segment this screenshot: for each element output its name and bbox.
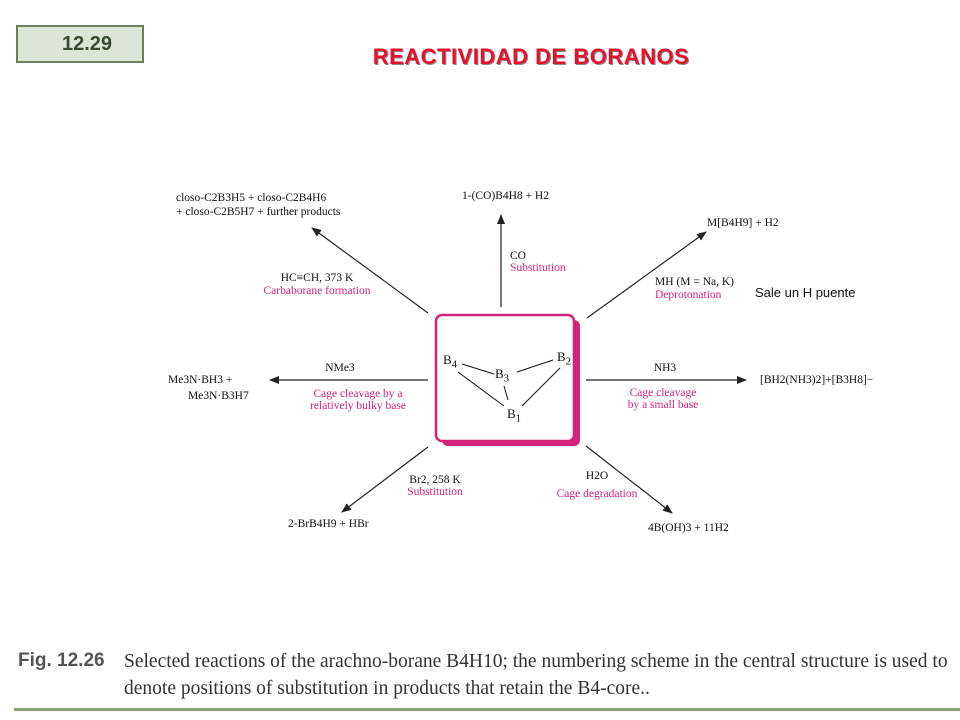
arrow-bottom-left: [341, 446, 429, 513]
product-left-line1: Me3N·BH3 +: [168, 374, 233, 386]
product-top-right: M[B4H9] + H2: [707, 217, 779, 229]
footer-rule: [14, 708, 960, 711]
slide-number: 12.29: [62, 33, 113, 55]
type-bottom-right: Cage degradation: [556, 488, 638, 500]
reagent-top: CO: [510, 250, 526, 262]
product-bottom-left: 2-BrB4H9 + HBr: [288, 518, 369, 530]
type-right-line2: by a small base: [627, 399, 699, 411]
arrow-top-left: [311, 227, 429, 314]
product-left-line2: Me3N·B3H7: [188, 390, 249, 402]
type-left-line2: relatively bulky base: [310, 400, 406, 412]
reagent-top-right: MH (M = Na, K): [655, 276, 734, 288]
atom-b1: B1: [507, 406, 522, 425]
figure-label: Fig. 12.26: [18, 650, 105, 671]
reagent-right: NH3: [653, 362, 677, 374]
annotation-note: Sale un H puente: [755, 285, 856, 300]
type-top-right: Deprotonation: [655, 289, 722, 301]
product-top-left-line1: closo-C2B3H5 + closo-C2B4H6: [176, 192, 327, 204]
core-box: [434, 313, 576, 443]
figure-caption: Selected reactions of the arachno-borane…: [124, 651, 948, 699]
atom-b3: B3: [495, 366, 510, 385]
reagent-top-left: HC≡CH, 373 K: [280, 272, 354, 284]
reagent-bottom-left: Br2, 258 K: [409, 474, 461, 486]
product-bottom-right: 4B(OH)3 + 11H2: [648, 522, 729, 534]
arrow-bottom-right: [585, 445, 673, 514]
reagent-left: NMe3: [325, 362, 355, 374]
arrow-top-right: [586, 231, 707, 319]
type-right-line1: Cage cleavage: [629, 387, 697, 399]
bond-b4-b1: [457, 371, 505, 407]
type-left-line1: Cage cleavage by a: [313, 388, 403, 400]
type-top: Substitution: [510, 262, 566, 274]
bond-b4-b3: [461, 363, 495, 375]
atom-b2: B2: [557, 349, 572, 368]
type-top-left: Carbaborane formation: [263, 285, 371, 297]
reagent-bottom-right: H2O: [585, 470, 609, 482]
bond-b3-b1: [503, 385, 509, 401]
bond-b2-b1: [521, 367, 561, 407]
slide-title: REACTIVIDAD DE BORANOS: [372, 44, 690, 69]
type-bottom-left: Substitution: [407, 486, 463, 498]
product-top-left-line2: + closo-C2B5H7 + further products: [176, 206, 341, 218]
product-right: [BH2(NH3)2]+[B3H8]−: [760, 374, 874, 386]
bond-b3-b2: [516, 359, 554, 373]
product-top: 1-(CO)B4H8 + H2: [462, 190, 549, 202]
slide-number-box: 12.29: [16, 25, 144, 63]
atom-b4: B4: [443, 352, 458, 371]
